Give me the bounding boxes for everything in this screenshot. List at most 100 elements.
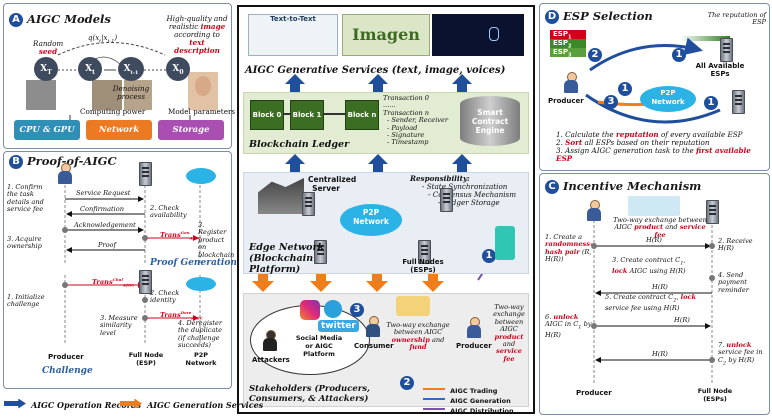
xt1-sub: t-1	[130, 69, 139, 76]
esp-ranking: ESP1 ESP2 ESP3	[550, 30, 586, 58]
esp-step1c: of every available ESP	[660, 130, 743, 139]
step1-confirm: 1. Confirm the task details and service …	[7, 183, 44, 214]
s3a: 3. Create contract C	[612, 256, 681, 264]
esp-bubble-2: 2	[588, 48, 602, 62]
full-node-server-c	[706, 200, 719, 224]
s3sub: 1	[680, 260, 684, 267]
image-word: image	[200, 22, 226, 31]
panel-c-badge: C	[545, 180, 559, 194]
dot-dere	[142, 315, 148, 321]
up-arrow-1	[285, 74, 305, 92]
up-arrow-4	[285, 154, 305, 172]
step2-availability: 2. Check availability	[150, 204, 187, 220]
dot-identity	[142, 297, 148, 303]
quality-label: High-quality and realistic image accordi…	[166, 15, 228, 55]
trans-gen-word: Trans	[160, 231, 181, 240]
x0-sub: 0	[179, 68, 184, 76]
exch-service-fee: service fee	[496, 347, 522, 363]
forward-process-arrow	[57, 42, 166, 56]
trans-chal-word: Trans	[92, 278, 113, 287]
hr-label-1: H(R)	[646, 236, 662, 244]
x-t-node: Xt	[78, 57, 102, 81]
block-n: Block n	[345, 100, 379, 130]
panel-c-title: Incentive Mechanism	[563, 179, 702, 193]
exch-b1: Two-way exchange between AIGC	[493, 303, 525, 334]
esp-step-2: 2. Sort all ESPs based on their reputati…	[556, 139, 766, 147]
exch-fund: fund	[409, 343, 427, 352]
diffusion-diagram	[26, 42, 218, 122]
smart-contract-cylinder: Smart Contract Engine	[460, 96, 520, 146]
up-arrow-5	[368, 154, 388, 172]
legend-trading: AIGC Trading	[423, 378, 497, 397]
p2p-cloud-bottom	[186, 277, 216, 291]
esp-rank-2: ESP2	[550, 39, 586, 50]
hr-label-4: H(R)	[652, 350, 668, 358]
attackers-label: Attackers	[252, 356, 290, 364]
resp-state-sync: - State Synchronization	[422, 182, 508, 191]
panel-d-title: ESP Selection	[563, 9, 653, 23]
partial-image	[124, 80, 152, 110]
s5sub: 2	[673, 297, 677, 304]
s7sub: 2	[723, 360, 727, 367]
exchange-picture	[628, 196, 680, 216]
esp-rank-1: ESP1	[550, 30, 586, 40]
s7c: service fee in C	[718, 348, 763, 364]
esp-p2p-cloud	[640, 86, 696, 112]
q-sub2: t-1	[107, 38, 115, 45]
trans-dere-sub: AIGC	[191, 315, 203, 321]
esp-step2b: Sort	[565, 138, 583, 147]
random-text: Random	[33, 39, 64, 48]
s1b: randomness-hash pair	[545, 240, 593, 256]
q-formula: q(xt|xt-1)	[88, 34, 117, 45]
edge-server-bottom-left	[314, 240, 327, 264]
edge-p2p-label: P2P Network	[353, 208, 389, 226]
deregister-step: 4. Deregister the duplicate (if challeng…	[178, 319, 223, 350]
step-loop-arrow	[585, 93, 721, 124]
producer-avatar-d	[563, 72, 579, 94]
panel-d-badge: D	[545, 10, 559, 24]
exch-and: and	[431, 335, 445, 344]
esp-bubble-1a: 1	[672, 48, 686, 62]
incentive-exchange-text: Two-way exchange between AIGC product an…	[612, 216, 708, 239]
dot-c7	[709, 357, 715, 363]
esp-step2c: all ESPs based on their reputation	[584, 138, 710, 147]
noisy-image	[92, 80, 122, 110]
stakeholder-bubble-3: 3	[350, 303, 364, 317]
legend-generation: AIGC Generation	[423, 388, 511, 407]
step3-acquire: 3. Acquire ownership	[7, 235, 42, 251]
producer-label-d: Producer	[548, 97, 584, 105]
imagen-label: Imagen	[352, 25, 420, 44]
xt1-node: Xt-1	[118, 57, 144, 81]
s7a: 7.	[718, 341, 725, 349]
attackers-avatar	[262, 330, 278, 352]
edge-bubble-1: 1	[482, 249, 496, 263]
bottom-legend-records: AIGC Operation Records	[4, 393, 141, 412]
tx-0: Transaction 0	[383, 94, 430, 102]
s5d: service fee using H(R)	[605, 303, 680, 312]
smart-contract-label: Smart Contract Engine	[471, 108, 509, 135]
s5a: 5. Create contract C	[605, 293, 674, 301]
imagen-thumb: Imagen	[342, 14, 430, 56]
esp2-sub: 2	[567, 43, 572, 50]
esp-server-bottom	[732, 90, 745, 114]
quality-line2: realistic	[168, 22, 199, 31]
x0-node: X0	[166, 57, 190, 81]
dot-gen	[142, 235, 148, 241]
xt-node: XT	[34, 57, 58, 81]
seed-text: seed	[38, 47, 58, 56]
dot-c6	[591, 323, 597, 329]
legend-distribution: AIGC Distribution	[423, 398, 514, 417]
instagram-icon	[300, 300, 320, 320]
dot-ack	[62, 227, 68, 233]
check-identity: 2. Check identity	[150, 289, 180, 305]
computing-power-label: Computing power	[80, 107, 146, 116]
full-node-server-top	[139, 162, 152, 186]
panel-a-title: AIGC Models	[27, 12, 111, 26]
tx-n: Transaction n	[383, 108, 430, 117]
trans-chal-sup: Chal	[112, 277, 123, 282]
random-label: Random seed	[33, 40, 63, 56]
incentive-step3: 3. Create contract C1, lock AIGC using H…	[612, 256, 698, 275]
legend-trading-swatch	[423, 387, 445, 390]
chain-link-1	[283, 113, 290, 115]
